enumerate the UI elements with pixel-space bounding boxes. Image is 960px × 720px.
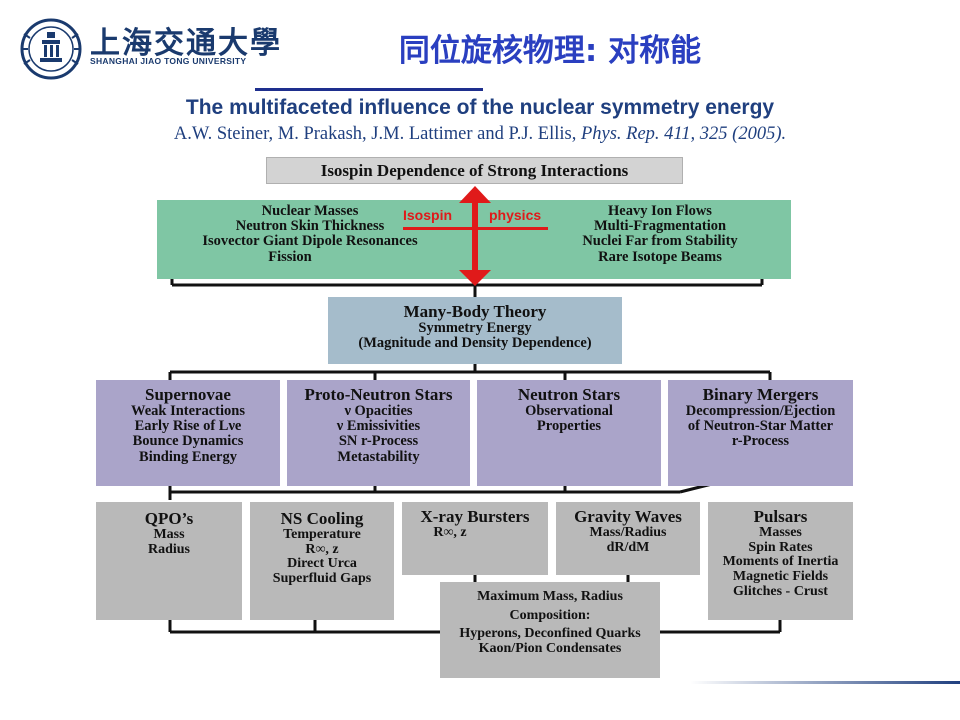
proto-neutron-stars-line: Metastability — [337, 448, 420, 465]
neutron-stars-line: Observational — [525, 402, 613, 419]
ns-cooling-line: R∞, z — [305, 541, 339, 557]
many-body-theory-title: Many-Body Theory — [403, 302, 547, 321]
proto-neutron-stars-line: ν Opacities — [344, 402, 413, 419]
maximum-mass-box: Maximum Mass, Radius Composition: Hypero… — [440, 582, 660, 678]
many-body-theory-line: (Magnitude and Density Dependence) — [358, 335, 592, 352]
slide-title: 同位旋核物理: 对称能 — [398, 33, 702, 69]
binary-mergers-box: Binary Mergers Decompression/Ejection of… — [668, 380, 853, 486]
neutron-stars-line: Properties — [536, 418, 602, 435]
university-name-en: SHANGHAI JIAO TONG UNIVERSITY — [90, 56, 247, 66]
green-left-list: Nuclear Masses Neutron Skin Thickness Is… — [180, 203, 440, 265]
footer-rule — [690, 681, 960, 684]
sjtu-emblem-icon — [20, 18, 82, 80]
gravity-waves-line: Mass/Radius — [589, 524, 667, 540]
gravity-waves-box: Gravity Waves Mass/Radius dR/dM — [556, 502, 700, 575]
pulsars-line: Spin Rates — [748, 539, 813, 555]
green-left-item: Neutron Skin Thickness — [235, 218, 385, 235]
supernovae-box: Supernovae Weak Interactions Early Rise … — [96, 380, 280, 486]
many-body-theory-line: Symmetry Energy — [418, 319, 532, 336]
pulsars-line: Magnetic Fields — [732, 568, 829, 584]
maximum-mass-line: Maximum Mass, Radius — [477, 589, 623, 604]
x-ray-bursters-line: R∞, z — [433, 524, 467, 540]
maximum-mass-line: Composition: — [509, 607, 591, 623]
ns-cooling-title: NS Cooling — [280, 509, 364, 528]
university-logo — [20, 18, 240, 80]
qpos-line: Radius — [147, 541, 191, 557]
supernovae-title: Supernovae — [145, 385, 231, 404]
ns-cooling-box: NS Cooling Temperature R∞, z Direct Urca… — [250, 502, 394, 620]
maximum-mass-line: Hyperons, Deconfined Quarks — [459, 626, 641, 642]
green-right-item: Rare Isotope Beams — [598, 248, 722, 265]
university-name-cn: 上海交通大學 — [90, 26, 282, 61]
pulsars-title: Pulsars — [753, 507, 808, 526]
paper-journal: Phys. Rep. 411, 325 (2005). — [580, 124, 787, 144]
green-left-item: Isovector Giant Dipole Resonances — [202, 233, 418, 250]
isospin-dependence-title: Isospin Dependence of Strong Interaction… — [320, 161, 629, 180]
proto-neutron-stars-title: Proto-Neutron Stars — [304, 385, 453, 404]
supernovae-line: Weak Interactions — [131, 402, 245, 419]
gravity-waves-line: dR/dM — [606, 539, 650, 555]
proto-neutron-stars-box: Proto-Neutron Stars ν Opacities ν Emissi… — [287, 380, 470, 486]
green-left-item: Nuclear Masses — [261, 203, 359, 219]
qpos-box: QPO’s Mass Radius — [96, 502, 242, 620]
qpos-line: Mass — [153, 526, 185, 542]
paper-citation: A.W. Steiner, M. Prakash, J.M. Lattimer … — [0, 124, 960, 145]
pulsars-line: Moments of Inertia — [722, 554, 839, 570]
ns-cooling-line: Direct Urca — [287, 556, 357, 572]
supernovae-line: Bounce Dynamics — [132, 433, 244, 450]
many-body-theory-box: Many-Body Theory Symmetry Energy (Magnit… — [328, 297, 622, 364]
green-right-list: Heavy Ion Flows Multi-Fragmentation Nucl… — [540, 203, 780, 265]
paper-title: The multifaceted influence of the nuclea… — [185, 96, 775, 119]
pulsars-line: Masses — [759, 524, 802, 540]
green-right-item: Nuclei Far from Stability — [582, 233, 738, 250]
neutron-stars-title: Neutron Stars — [517, 385, 621, 404]
supernovae-line: Early Rise of Lνe — [134, 418, 242, 435]
isospin-arrow-label-right: physics — [489, 207, 542, 223]
binary-mergers-line: Decompression/Ejection — [685, 402, 836, 419]
x-ray-bursters-title: X-ray Bursters — [420, 507, 530, 526]
isospin-dependence-box: Isospin Dependence of Strong Interaction… — [266, 157, 683, 184]
pulsars-line: Glitches - Crust — [733, 583, 828, 599]
proto-neutron-stars-line: SN r-Process — [338, 433, 419, 450]
ns-cooling-line: Temperature — [283, 526, 361, 542]
x-ray-bursters-box: X-ray Bursters R∞, z — [402, 502, 548, 575]
gravity-waves-title: Gravity Waves — [574, 507, 682, 526]
supernovae-line: Binding Energy — [139, 448, 237, 465]
binary-mergers-line: of Neutron-Star Matter — [687, 418, 834, 435]
green-right-item: Heavy Ion Flows — [608, 203, 712, 219]
proto-neutron-stars-line: ν Emissivities — [336, 418, 421, 435]
qpos-title: QPO’s — [144, 509, 194, 528]
pulsars-box: Pulsars Masses Spin Rates Moments of Ine… — [708, 502, 853, 620]
title-underline — [255, 88, 483, 91]
ns-cooling-line: Superfluid Gaps — [272, 570, 372, 586]
binary-mergers-title: Binary Mergers — [702, 385, 819, 404]
paper-authors: A.W. Steiner, M. Prakash, J.M. Lattimer … — [173, 124, 581, 144]
maximum-mass-line: Kaon/Pion Condensates — [478, 641, 622, 657]
green-right-item: Multi-Fragmentation — [593, 218, 727, 235]
green-left-item: Fission — [268, 248, 312, 265]
neutron-stars-box: Neutron Stars Observational Properties — [477, 380, 661, 486]
binary-mergers-line: r-Process — [731, 433, 790, 450]
isospin-arrow-label-left: Isospin — [403, 207, 453, 223]
